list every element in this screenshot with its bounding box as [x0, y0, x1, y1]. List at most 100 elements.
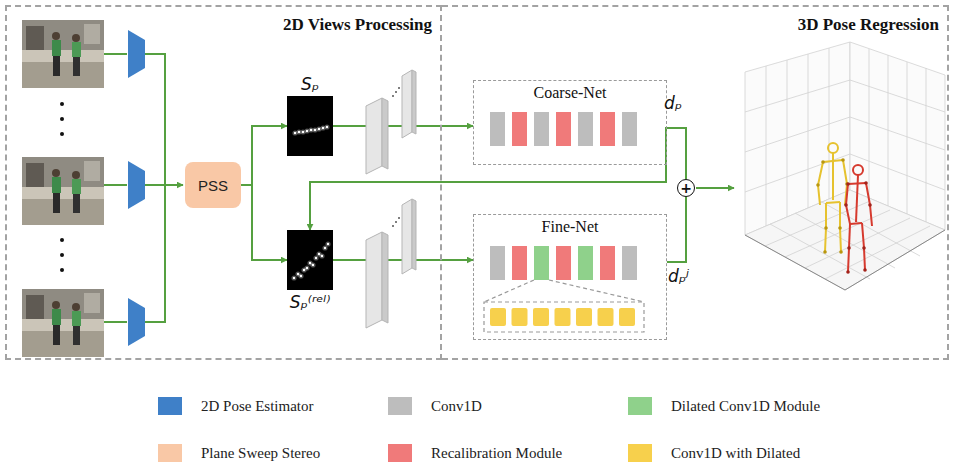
skeleton-joint — [846, 182, 850, 186]
pose-plot-grid — [770, 201, 920, 279]
skeleton-joint — [823, 250, 827, 254]
layer-block — [512, 246, 527, 280]
pose-estimator — [128, 161, 145, 209]
heatmap-dots — [287, 230, 333, 290]
pose-plot-grid — [869, 49, 926, 222]
heatmap-peak — [306, 130, 308, 132]
heatmap-dots — [287, 96, 333, 156]
pose-estimator — [128, 30, 145, 78]
skeleton-joint — [863, 268, 867, 272]
ellipsis-dots — [60, 117, 64, 121]
pose-plot-axis — [745, 230, 945, 290]
heatmap-peak — [302, 131, 304, 133]
heatmap-peak — [318, 128, 320, 130]
dilated-conv-block — [555, 308, 571, 326]
layer-block — [578, 246, 593, 280]
view-wire — [145, 54, 165, 322]
pose-estimator — [128, 30, 145, 346]
dilated-conv-block — [490, 308, 506, 326]
camera-view — [22, 289, 104, 357]
flow-arrow — [241, 126, 287, 185]
skeleton-joint — [868, 203, 872, 207]
heatmap-peak — [315, 257, 317, 259]
camera-view — [22, 157, 104, 225]
legend-label: Conv1D — [431, 398, 482, 415]
dilated-conv-block — [533, 308, 549, 326]
ellipsis-dots — [60, 268, 64, 272]
heatmap-label: Sₚ⁽ʳᵉˡ⁾ — [290, 292, 331, 312]
zoom-callout — [484, 280, 644, 332]
skeleton-joint — [838, 226, 842, 230]
output-wire — [696, 187, 734, 189]
skeleton-red — [866, 183, 872, 226]
flow-arrow — [667, 197, 686, 262]
layer-block — [622, 246, 637, 280]
heatmap-glow — [304, 265, 309, 270]
pose-plot-grid — [850, 80, 945, 190]
view-wire — [104, 321, 127, 323]
legend-label: Recalibration Module — [431, 445, 562, 462]
feature-stack — [412, 199, 416, 270]
dilated-conv-block — [512, 308, 528, 326]
layer-block — [600, 246, 615, 280]
layer-block — [600, 112, 615, 146]
panel-title: 3D Pose Regression — [798, 15, 939, 35]
layer-block — [490, 112, 637, 280]
view-wire — [104, 184, 127, 186]
pose-plot-grid — [745, 42, 945, 290]
zoom-callout — [549, 280, 644, 302]
box-label: PSS — [198, 177, 228, 194]
skeleton-yellow — [828, 143, 838, 153]
heatmap-glow — [325, 241, 330, 246]
feature-stack — [366, 232, 382, 328]
skeleton-red — [862, 223, 865, 270]
skeleton-red — [848, 224, 850, 272]
sum-circle: + — [677, 179, 695, 197]
layer-block — [534, 112, 549, 146]
layer-block — [622, 112, 637, 146]
skeleton-yellow — [826, 202, 840, 203]
network-box: Coarse-Net — [473, 80, 667, 165]
heatmap-peak — [293, 277, 295, 279]
legend-swatch — [158, 444, 182, 462]
flow-arrow — [241, 185, 287, 260]
skeleton-joint — [824, 226, 828, 230]
heatmap-peak — [306, 267, 308, 269]
skeleton-joint — [862, 246, 866, 250]
legend-label: 2D Pose Estimator — [201, 398, 314, 415]
skeleton-joint — [864, 181, 868, 185]
skeleton-yellow — [823, 160, 843, 162]
region-panel: 2D Views ProcessingPSS SₚSₚ⁽ʳᵉˡ⁾ — [5, 5, 442, 360]
legend-swatch — [628, 444, 652, 462]
skeleton-joint — [821, 160, 825, 164]
heatmap-peak — [294, 132, 296, 134]
heatmap-label: Sₚ — [301, 74, 319, 94]
heatmap-peak — [324, 247, 326, 249]
layer-block — [578, 112, 593, 146]
ellipsis-dots — [392, 87, 400, 227]
skeleton-joint — [816, 183, 820, 187]
skeleton-joint — [844, 181, 872, 274]
flow-arrow — [667, 128, 686, 179]
panel-title: 2D Views Processing — [283, 15, 432, 35]
pose-plot-grid — [766, 48, 829, 226]
layer-block — [534, 246, 549, 280]
heatmap-peak — [327, 243, 329, 245]
pose-plot-grid — [745, 80, 850, 192]
ellipsis-dots — [60, 132, 64, 136]
skeleton-joint — [841, 158, 845, 162]
heatmap-glow — [319, 253, 324, 258]
ellipsis-dots — [392, 225, 394, 227]
heatmap-peak — [312, 264, 314, 266]
heatmap-peak — [300, 275, 302, 277]
layer-block — [512, 112, 527, 146]
feature-stack — [412, 70, 416, 134]
ellipsis-dots — [60, 253, 64, 257]
network-title: Coarse-Net — [474, 81, 666, 102]
skeleton-red — [846, 165, 872, 272]
feature-stack — [402, 70, 412, 138]
skeleton-joint — [847, 246, 851, 250]
skeleton-joint — [845, 182, 849, 186]
heatmap-glow — [324, 124, 329, 129]
legend-swatch — [158, 397, 182, 415]
